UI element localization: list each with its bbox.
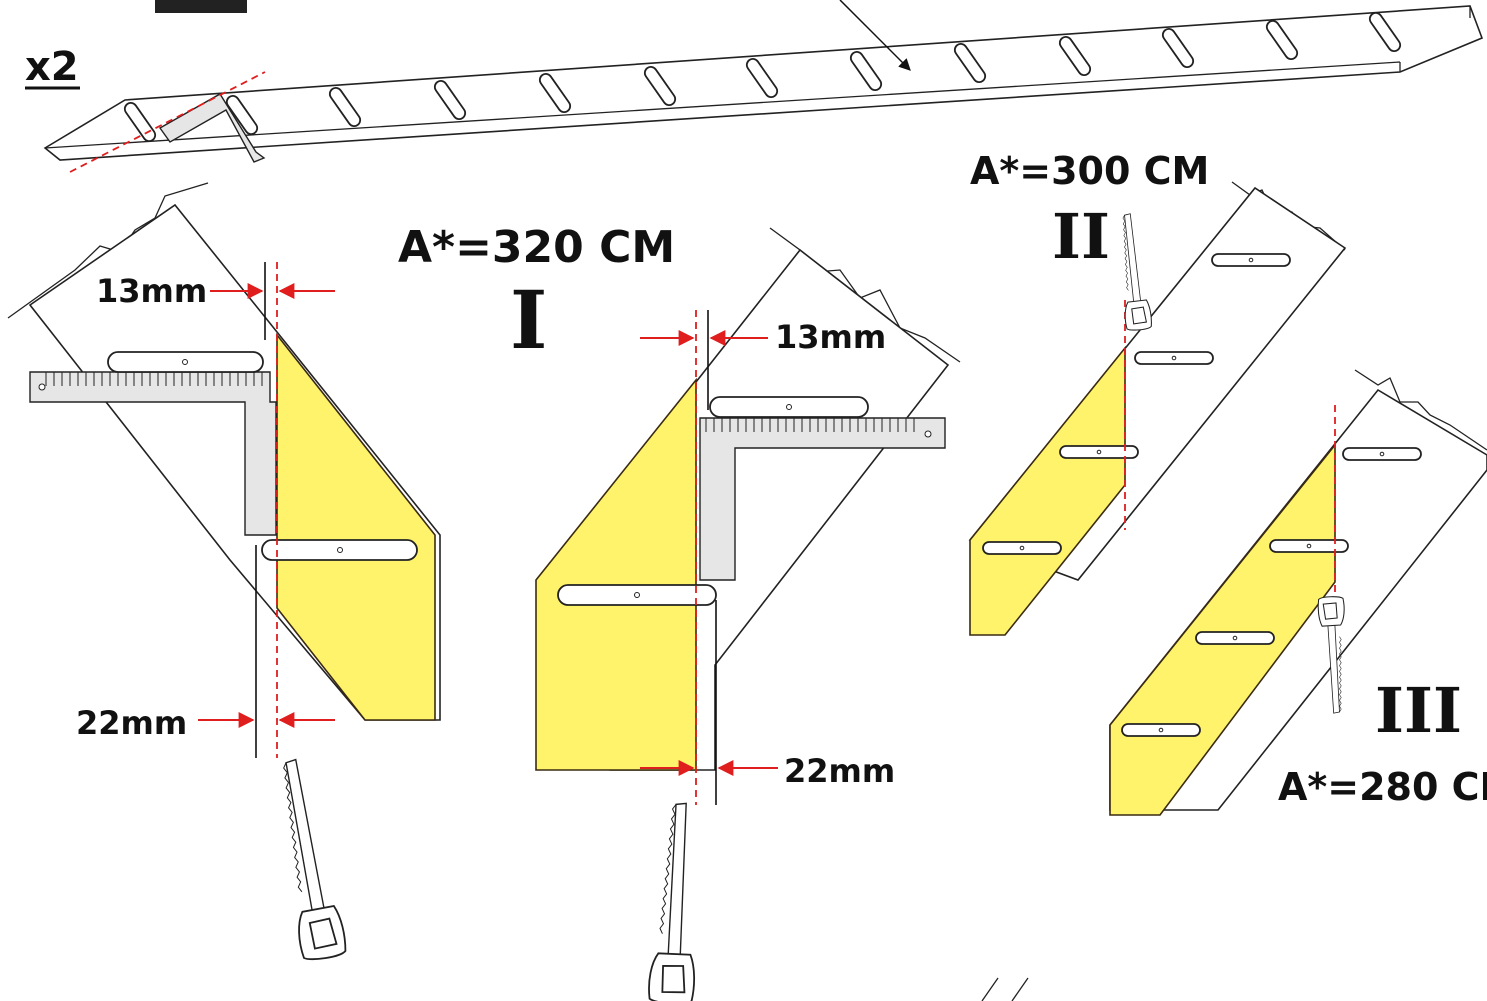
panel-ii-length-label: A*=300 CM [970,149,1209,193]
stray-lines [981,977,1029,1001]
top-offset-label-left: 13mm [96,272,207,310]
panel-iii-length-label: A*=280 CM [1278,765,1487,809]
board-slots [123,11,1402,143]
top-offset-label-right: 13mm [775,318,886,356]
saw-icon [646,800,714,1001]
square-tool-right [699,417,946,581]
panel-i-length-label: A*=320 CM [398,222,675,273]
panel-iii-detail [1109,369,1487,816]
carpenter-square-icon [158,93,266,163]
saw-icon [276,755,348,962]
pointer-arrow [839,0,911,71]
waste-piece-ii [969,345,1126,636]
panel-i-left-detail [7,182,441,962]
bottom-offset-label-right: 22mm [784,752,895,790]
multiplier-label: x2 [25,44,79,90]
bottom-offset-label-left: 22mm [76,704,187,742]
panel-i-right-detail [535,227,961,1001]
panel-ii-detail [968,181,1347,636]
panel-i-numeral: I [510,273,547,367]
waste-piece-right [535,377,697,771]
waste-piece-left [276,332,436,721]
header-tab [155,0,247,13]
panel-ii-numeral: II [1052,200,1110,273]
saw-icon [1119,212,1153,332]
square-tool-left [29,371,277,536]
panel-iii-numeral: III [1375,674,1462,747]
stringer-board [43,0,1484,173]
waste-piece-iii [1109,442,1336,816]
